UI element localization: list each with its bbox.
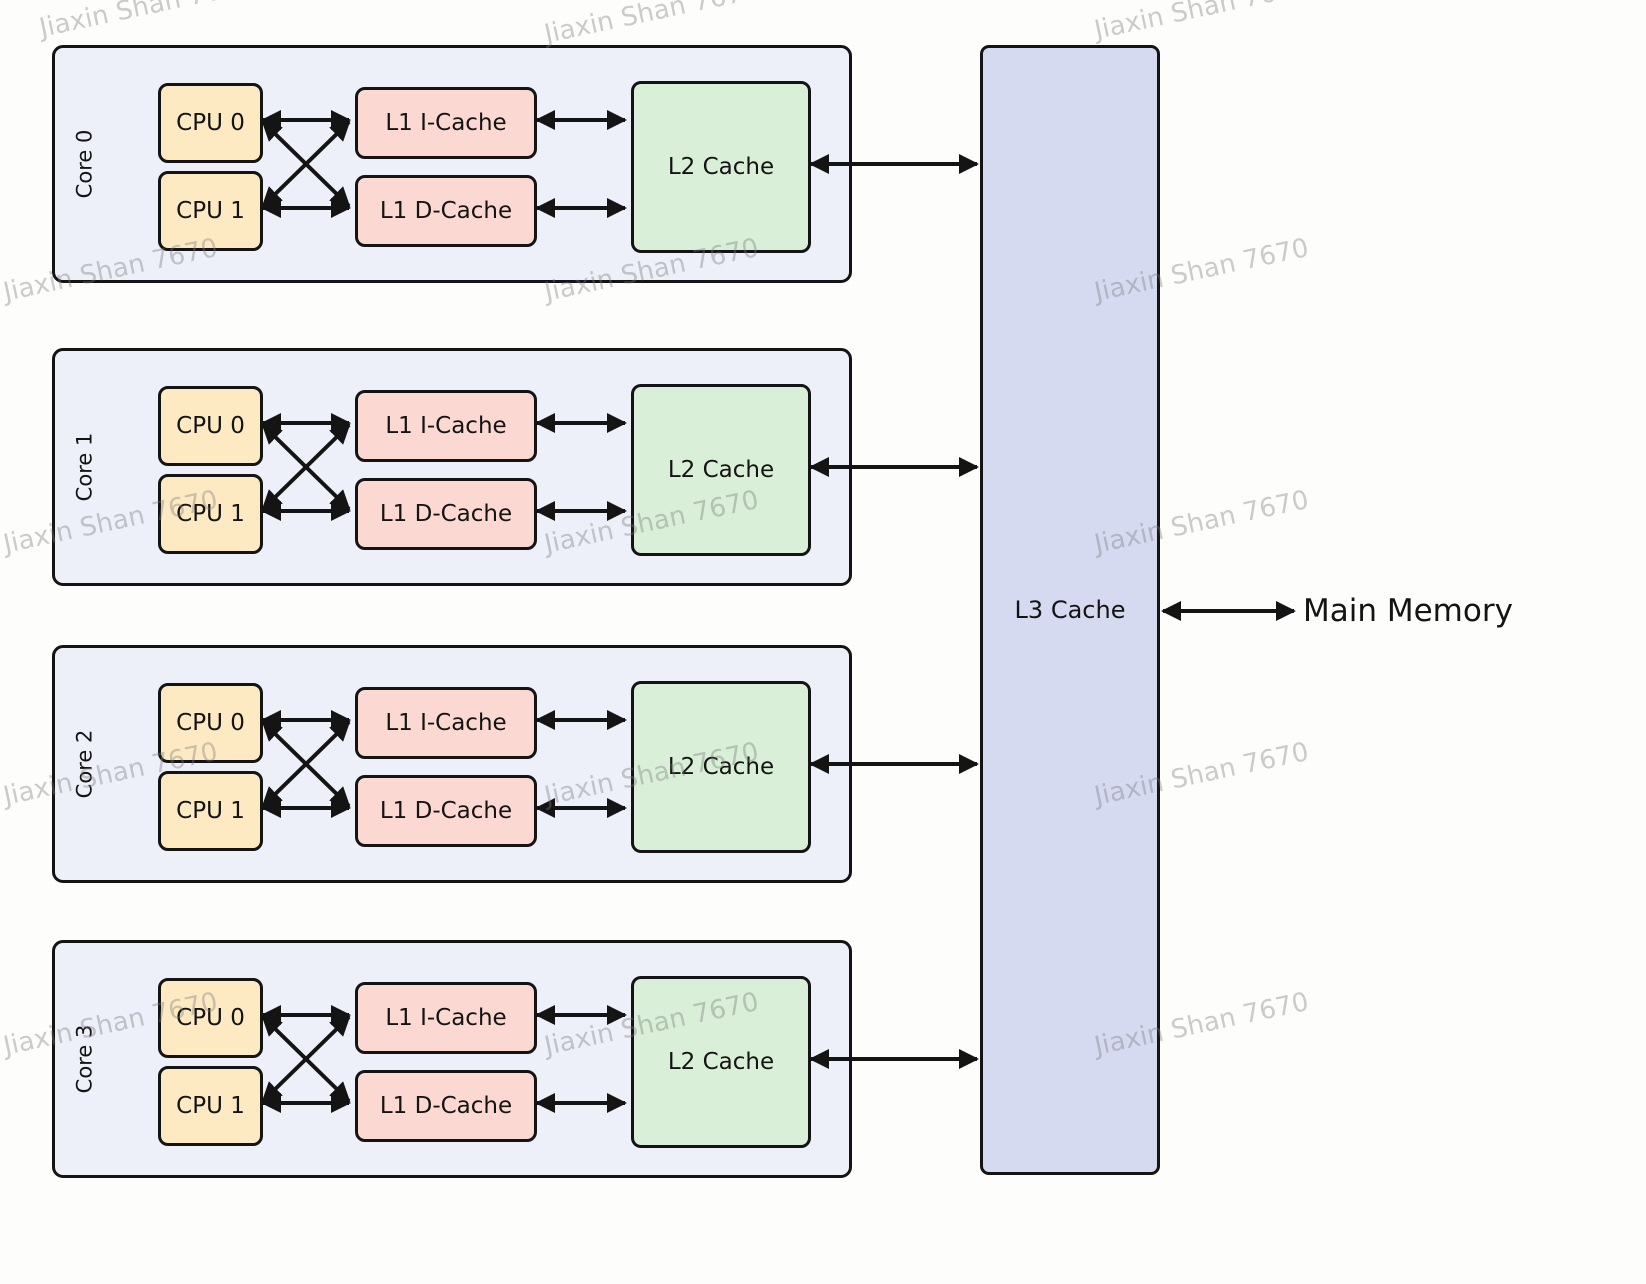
core-1-l1-dcache-box: L1 D-Cache <box>355 478 537 550</box>
core-1-l1-icache-box: L1 I-Cache <box>355 390 537 462</box>
core-0-label-wrap: Core 0 <box>55 48 113 280</box>
core-2-cpu-1-box: CPU 1 <box>158 771 263 851</box>
watermark: Jiaxin Shan 7670 <box>541 0 762 50</box>
core-3-cpu-1-box: CPU 1 <box>158 1066 263 1146</box>
core-2-label: Core 2 <box>72 729 97 799</box>
core-1-label: Core 1 <box>72 432 97 502</box>
core-3-block: Core 3 CPU 0 CPU 1 L1 I-Cache L1 D-Cache… <box>52 940 852 1178</box>
core-2-block: Core 2 CPU 0 CPU 1 L1 I-Cache L1 D-Cache… <box>52 645 852 883</box>
core-3-l2-cache-box: L2 Cache <box>631 976 811 1148</box>
core-0-cpu-0-box: CPU 0 <box>158 83 263 163</box>
core-3-cpu-0-box: CPU 0 <box>158 978 263 1058</box>
watermark: Jiaxin Shan 7670 <box>36 0 257 44</box>
core-0-l1-icache-box: L1 I-Cache <box>355 87 537 159</box>
core-0-block: Core 0 CPU 0 CPU 1 L1 I-Cache L1 D-Cache… <box>52 45 852 283</box>
core-2-l1-icache-box: L1 I-Cache <box>355 687 537 759</box>
core-1-cpu-1-box: CPU 1 <box>158 474 263 554</box>
l3-cache-box: L3 Cache <box>980 45 1160 1175</box>
core-3-l1-icache-box: L1 I-Cache <box>355 982 537 1054</box>
core-2-l1-dcache-box: L1 D-Cache <box>355 775 537 847</box>
l3-cache-label: L3 Cache <box>1014 596 1126 624</box>
core-0-cpu-1-box: CPU 1 <box>158 171 263 251</box>
core-1-label-wrap: Core 1 <box>55 351 113 583</box>
core-1-block: Core 1 CPU 0 CPU 1 L1 I-Cache L1 D-Cache… <box>52 348 852 586</box>
core-1-cpu-0-box: CPU 0 <box>158 386 263 466</box>
core-3-label-wrap: Core 3 <box>55 943 113 1175</box>
core-3-label: Core 3 <box>72 1024 97 1094</box>
core-2-label-wrap: Core 2 <box>55 648 113 880</box>
watermark: Jiaxin Shan 7670 <box>1091 0 1312 46</box>
core-0-l2-cache-box: L2 Cache <box>631 81 811 253</box>
core-1-l2-cache-box: L2 Cache <box>631 384 811 556</box>
core-2-l2-cache-box: L2 Cache <box>631 681 811 853</box>
core-2-cpu-0-box: CPU 0 <box>158 683 263 763</box>
core-3-l1-dcache-box: L1 D-Cache <box>355 1070 537 1142</box>
core-0-label: Core 0 <box>72 129 97 199</box>
main-memory-label: Main Memory <box>1303 593 1513 629</box>
core-0-l1-dcache-box: L1 D-Cache <box>355 175 537 247</box>
